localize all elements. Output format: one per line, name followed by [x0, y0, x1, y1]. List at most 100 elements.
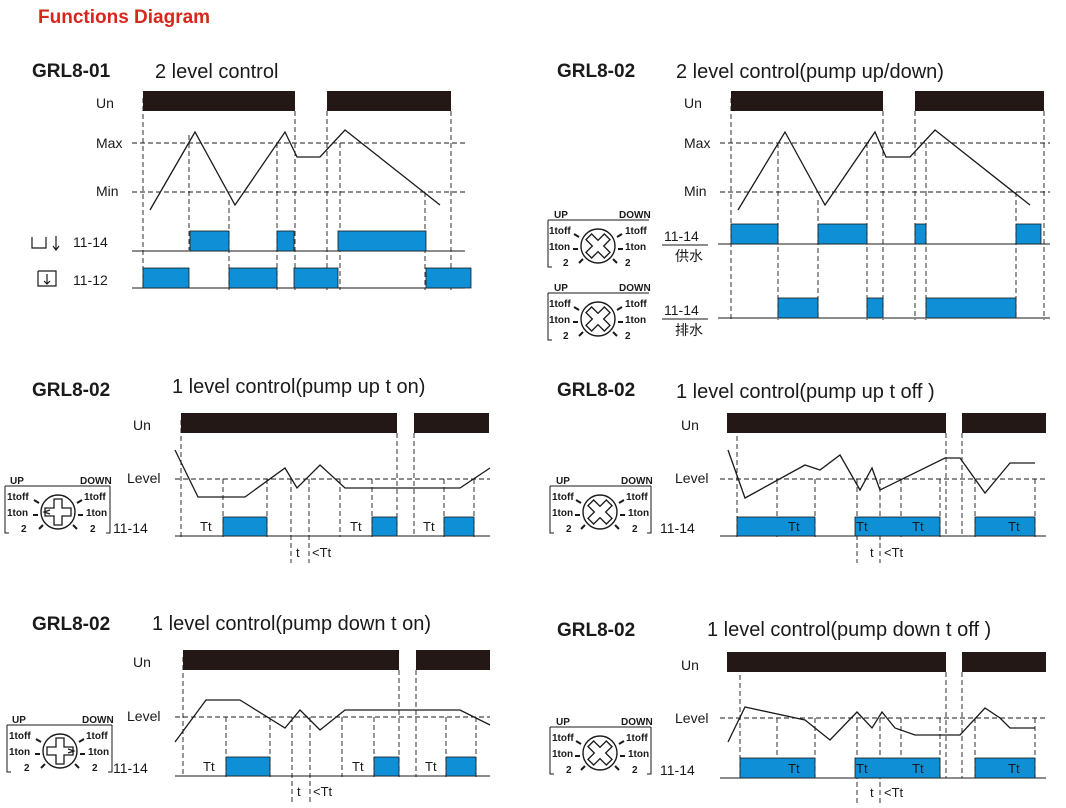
switch-frame [549, 486, 652, 534]
supply-bar [416, 650, 490, 670]
timing-guides [142, 98, 452, 290]
switch-down-label: DOWN [80, 476, 112, 487]
switch-1toff-label: 1toff [549, 299, 571, 310]
relay-on-pulse [817, 223, 868, 245]
relay-on-pulse [974, 757, 1036, 779]
switch-up-label: UP [10, 476, 24, 487]
switch-1toff-label: 1toff [626, 492, 648, 503]
un-label: Un [133, 654, 151, 670]
relay-on-pulse [739, 757, 816, 779]
switch-2-label: 2 [21, 524, 27, 535]
switch-1ton-label: 1ton [552, 508, 573, 519]
switch-down-label: DOWN [621, 476, 653, 487]
relay-on-pulse [925, 297, 1017, 319]
relay-on-pulse [730, 223, 779, 245]
delay-tt-label: Tt [856, 519, 868, 534]
delay-tt-label: Tt [912, 761, 924, 776]
switch-2-label: 2 [625, 331, 631, 342]
switch-1toff-label: 1toff [625, 226, 647, 237]
t-label: t [870, 785, 874, 800]
relay-on-pulse [445, 756, 477, 777]
switch-1ton-label: 1ton [625, 315, 646, 326]
supply-bar [962, 652, 1046, 672]
switch-frame [4, 486, 111, 534]
model-label: GRL8-02 [557, 620, 635, 641]
un-label: Un [681, 657, 699, 673]
delay-tt-label: Tt [1008, 519, 1020, 534]
mode-label: 1 level control(pump down t on) [152, 613, 431, 635]
switch-2-label: 2 [92, 763, 98, 774]
switch-1ton-label: 1ton [628, 508, 649, 519]
supply-label: 供水 [675, 248, 703, 264]
switch-1toff-label: 1toff [552, 733, 574, 744]
level-waveform [727, 706, 1035, 743]
diagram-grl8-01: GRL8-01 2 level control Un Max Min 11-14… [31, 61, 472, 290]
level-label: Level [127, 708, 160, 724]
relay-on-pulse [866, 297, 884, 319]
mode-label: 1 level control(pump up t off ) [676, 381, 935, 403]
less-than-tt-label: <Tt [884, 545, 904, 560]
mode-selector-switch: UP DOWN 1toff 1ton 2 1toff 1ton 2 [547, 283, 651, 342]
switch-down-label: DOWN [619, 210, 651, 221]
model-label: GRL8-02 [557, 380, 635, 401]
switch-1toff-label: 1toff [626, 733, 648, 744]
timing-guides [730, 98, 1045, 320]
switch-1ton-label: 1ton [625, 242, 646, 253]
switch-1toff-label: 1toff [552, 492, 574, 503]
delay-tt-label: Tt [425, 759, 437, 774]
delay-tt-label: Tt [350, 519, 362, 534]
relay-on-pulse [425, 267, 472, 289]
relay-on-pulse [371, 516, 398, 537]
model-label: GRL8-01 [32, 61, 111, 82]
diagram-pump-down-t-off: GRL8-02 1 level control(pump down t off … [549, 619, 1046, 803]
relay-on-pulse [373, 756, 400, 777]
supply-bar [143, 91, 295, 111]
less-than-tt-label: <Tt [884, 785, 904, 800]
supply-bar [727, 413, 946, 433]
switch-1toff-label: 1toff [84, 492, 106, 503]
relay-11-14-label: 11-14 [664, 302, 699, 318]
switch-up-label: UP [556, 717, 570, 728]
t-label: t [296, 545, 300, 560]
switch-1toff-label: 1toff [7, 492, 29, 503]
mode-selector-switch: UP DOWN 1toff 1ton 2 1toff 1ton 2 [4, 476, 112, 535]
level-label: Level [127, 470, 160, 486]
diagram-pump-up-t-on: GRL8-02 1 level control(pump up t on) Un… [4, 376, 491, 563]
switch-1ton-label: 1ton [628, 749, 649, 760]
level-waveform [727, 449, 1035, 499]
relay-on-pulse [225, 756, 271, 777]
timing-guides [736, 420, 1036, 563]
switch-1ton-label: 1ton [552, 749, 573, 760]
relay-on-pulse [777, 297, 819, 319]
selector-knob-icon [572, 226, 624, 266]
level-waveform [174, 449, 491, 498]
delay-tt-label: Tt [856, 761, 868, 776]
switch-up-label: UP [554, 210, 568, 221]
switch-1ton-label: 1ton [7, 508, 28, 519]
supply-bar [183, 650, 399, 670]
relay-11-14-label: 11-14 [113, 760, 148, 776]
relay-11-14-label: 11-14 [660, 520, 695, 536]
max-label: Max [96, 135, 122, 151]
switch-up-label: UP [556, 476, 570, 487]
mode-selector-switch: UP DOWN 1toff 1ton 2 1toff 1ton 2 [549, 717, 653, 776]
switch-1ton-label: 1ton [549, 315, 570, 326]
supply-bar [731, 91, 883, 111]
delay-tt-label: Tt [788, 761, 800, 776]
model-label: GRL8-02 [32, 380, 110, 401]
relay-on-pulse [222, 516, 268, 537]
switch-2-label: 2 [563, 331, 569, 342]
mode-selector-switch: UP DOWN 1toff 1ton 2 1toff 1ton 2 [547, 210, 651, 269]
level-waveform [149, 129, 441, 211]
drain-label: 排水 [675, 322, 703, 338]
min-label: Min [96, 183, 119, 199]
t-label: t [297, 784, 301, 799]
level-waveform [174, 699, 491, 743]
diagram-grl8-02-two-level: GRL8-02 2 level control(pump up/down) Un… [547, 61, 1050, 342]
switch-2-label: 2 [563, 258, 569, 269]
t-label: t [870, 545, 874, 560]
contact-closed-icon [37, 270, 57, 287]
model-label: GRL8-02 [557, 61, 635, 82]
switch-down-label: DOWN [621, 717, 653, 728]
